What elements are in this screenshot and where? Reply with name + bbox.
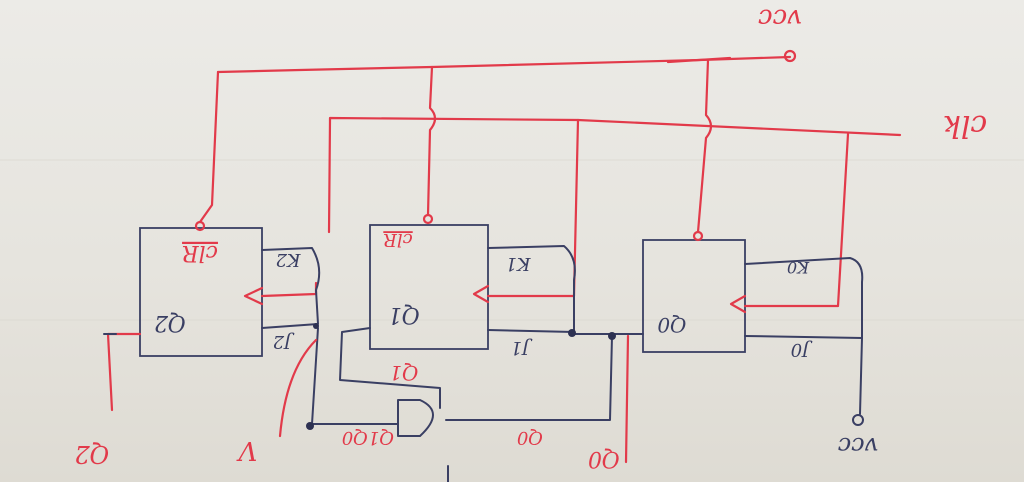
clk-to-ff0 [743, 132, 850, 308]
ff1-clock-triangle [472, 284, 490, 304]
gate-in-a-label: Q1Q0 [342, 427, 394, 448]
ff2-k-label: K2 [276, 249, 302, 270]
ff2-clr-bubble [194, 220, 206, 232]
junction-q0 [568, 329, 576, 337]
vcc-bar-mark [666, 56, 732, 64]
junction-j2 [313, 323, 319, 329]
vcc-drop-ff2 [198, 70, 220, 224]
flipflop-q2-box [139, 227, 263, 357]
vcc-top-label: vcc [758, 3, 802, 33]
gate-in-b-label: Q0 [517, 427, 543, 448]
vcc-drop-ff1 [426, 65, 437, 217]
vcc-bottom-label: vcc [838, 432, 878, 460]
ff0-j-label: J0 [791, 339, 814, 360]
paper-texture [0, 159, 1024, 321]
ff1-clr-bubble [422, 213, 434, 225]
clk-rail [328, 116, 902, 137]
ff2-q-label: Q2 [154, 310, 186, 335]
clk-label: clk [943, 108, 988, 143]
clk-left-drop [327, 118, 332, 234]
and-to-j2 [311, 327, 319, 425]
ff0-clr-bubble [692, 230, 704, 242]
junction-q0-and [608, 332, 616, 340]
ff1-j-label: J1 [511, 337, 534, 358]
q0-output-wire [624, 334, 630, 464]
ff0-to-vcc [859, 337, 863, 415]
v-output-wire [278, 338, 318, 438]
q1-feedback-wire [339, 327, 441, 409]
ff0-k-label: K0 [787, 258, 810, 277]
ff0-jk-wiring [744, 257, 864, 339]
and-gate [397, 399, 434, 437]
q2-output-wire [106, 332, 142, 412]
vcc-drop-ff0 [696, 58, 713, 234]
ff2-j-label: J2 [273, 331, 296, 352]
clk-to-ff2 [260, 281, 318, 298]
output-q0-label: Q0 [588, 446, 620, 471]
ff0-q-label: Q0 [657, 313, 686, 337]
ff2-clock-triangle [243, 286, 264, 306]
gate-out-label: Q1 [389, 361, 418, 385]
vcc-top-terminal [783, 49, 797, 63]
ff1-jk-wiring [487, 245, 576, 333]
ff2-jk-wiring [261, 247, 321, 329]
ff1-k-label: K1 [506, 253, 532, 274]
junction-and-out [306, 422, 314, 430]
ff1-clr-label: clR [383, 229, 412, 250]
ff0-clock-triangle [729, 294, 747, 314]
ff2-clr-label: clR [182, 240, 218, 265]
and-gate-input-q0 [445, 335, 613, 421]
output-q2-label: Q2 [75, 440, 110, 468]
vcc-bottom-terminal [852, 414, 864, 426]
output-v-label: V [236, 435, 257, 465]
clk-to-ff1 [486, 118, 580, 298]
ff1-q-label: Q1 [388, 302, 420, 327]
